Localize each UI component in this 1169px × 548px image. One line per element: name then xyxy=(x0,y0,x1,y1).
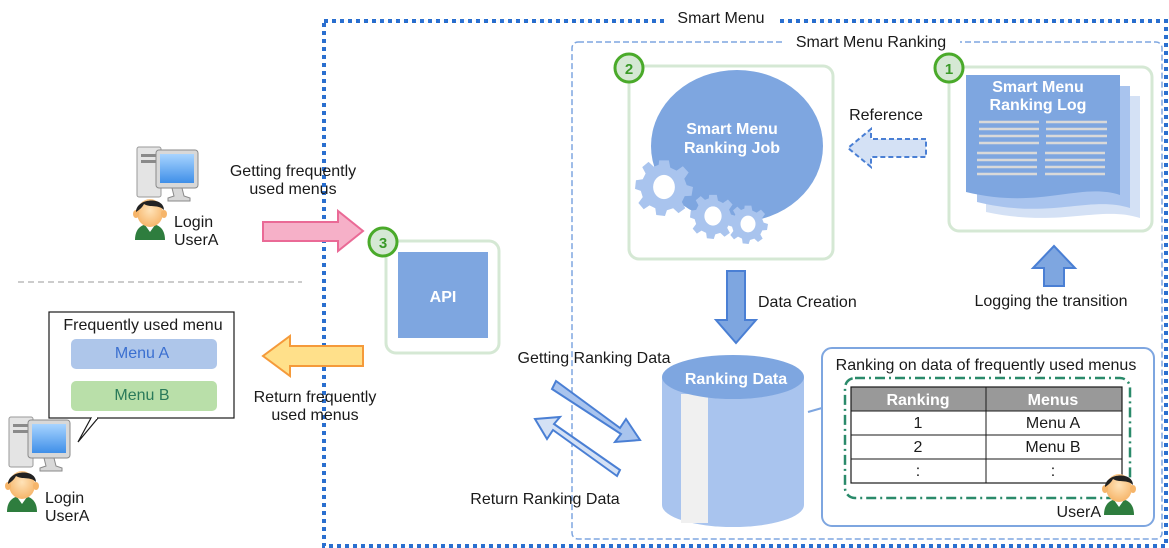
table-cell-menu: : xyxy=(1051,463,1055,480)
table-row: 2 Menu B xyxy=(914,439,1081,456)
top-user-label-line2: UserA xyxy=(174,232,219,249)
logging-arrow xyxy=(1030,244,1078,287)
step-1-badge xyxy=(933,52,965,84)
ranking-data-label: Ranking Data xyxy=(685,371,787,388)
reference-arrow xyxy=(846,126,927,170)
ranking-job-label-line2: Ranking Job xyxy=(684,140,780,157)
menu-a-label: Menu A xyxy=(115,345,170,362)
menu-a-button[interactable] xyxy=(71,339,217,369)
ranking-panel-title: Ranking on data of frequently used menus xyxy=(836,357,1137,374)
ranking-panel xyxy=(821,347,1155,527)
data-creation-label: Data Creation xyxy=(758,294,857,311)
top-user-label-line1: Login xyxy=(174,214,213,231)
user-data-boundary xyxy=(843,376,1132,500)
ranking-job-ellipse[interactable] xyxy=(651,70,823,222)
ranking-job-label-line1: Smart Menu xyxy=(686,121,778,138)
step-2-number: 2 xyxy=(625,61,633,78)
ranking-log-label-line1: Smart Menu xyxy=(992,79,1084,96)
ranking-data-highlight xyxy=(681,394,708,523)
ranking-data-top xyxy=(662,355,804,399)
bottom-user-avatar-icon xyxy=(5,471,39,512)
smart-menu-ranking-group-title: Smart Menu Ranking xyxy=(796,34,946,51)
smart-menu-group-title: Smart Menu xyxy=(677,10,764,27)
table-cell-menu: Menu B xyxy=(1025,439,1080,456)
menu-b-label: Menu B xyxy=(114,387,169,404)
ranking-log-label-line2: Ranking Log xyxy=(990,97,1087,114)
getting-menus-label-line2: used menus xyxy=(249,181,336,198)
step-3-number: 3 xyxy=(379,235,387,252)
table-user-label: UserA xyxy=(1057,504,1102,521)
ranking-log-text-lines xyxy=(977,120,1107,176)
bottom-user-label-line1: Login xyxy=(45,490,84,507)
getting-menus-arrow xyxy=(262,208,365,254)
step-2-badge xyxy=(613,52,645,84)
bottom-user-label-line2: UserA xyxy=(45,508,90,525)
getting-ranking-arrow xyxy=(550,379,642,444)
return-menus-arrow xyxy=(261,334,364,378)
menu-b-button[interactable] xyxy=(71,381,217,411)
ranking-table: Ranking Menus 1 Menu A 2 Menu B : : xyxy=(850,386,1123,484)
frequent-menu-popup-title: Frequently used menu xyxy=(63,317,222,334)
table-cell-rank: : xyxy=(916,463,920,480)
top-user-avatar-icon xyxy=(133,199,167,240)
logging-label: Logging the transition xyxy=(975,293,1128,310)
table-header-menus: Menus xyxy=(1028,392,1079,409)
smart-menu-group-border xyxy=(322,19,1168,548)
table-header-ranking: Ranking xyxy=(886,392,949,409)
api-box[interactable] xyxy=(398,252,488,338)
table-cell-menu: Menu A xyxy=(1026,415,1081,432)
return-ranking-arrow xyxy=(533,415,622,478)
table-cell-rank: 2 xyxy=(914,439,923,456)
step-3-badge xyxy=(367,226,399,258)
bottom-user-pc-icon xyxy=(8,416,71,472)
table-row: 1 Menu A xyxy=(914,415,1081,432)
getting-menus-label-line1: Getting frequently xyxy=(230,163,356,180)
data-creation-arrow xyxy=(713,270,759,345)
return-ranking-label: Return Ranking Data xyxy=(470,491,620,508)
return-menus-label-line2: used menus xyxy=(271,407,358,424)
top-user-pc-icon xyxy=(136,146,199,202)
getting-ranking-label: Getting Ranking Data xyxy=(518,350,671,367)
table-row: : : xyxy=(916,463,1055,480)
table-cell-rank: 1 xyxy=(914,415,923,432)
reference-label: Reference xyxy=(849,107,923,124)
api-label: API xyxy=(430,289,457,306)
return-menus-label-line1: Return frequently xyxy=(254,389,377,406)
step-1-number: 1 xyxy=(945,61,953,78)
